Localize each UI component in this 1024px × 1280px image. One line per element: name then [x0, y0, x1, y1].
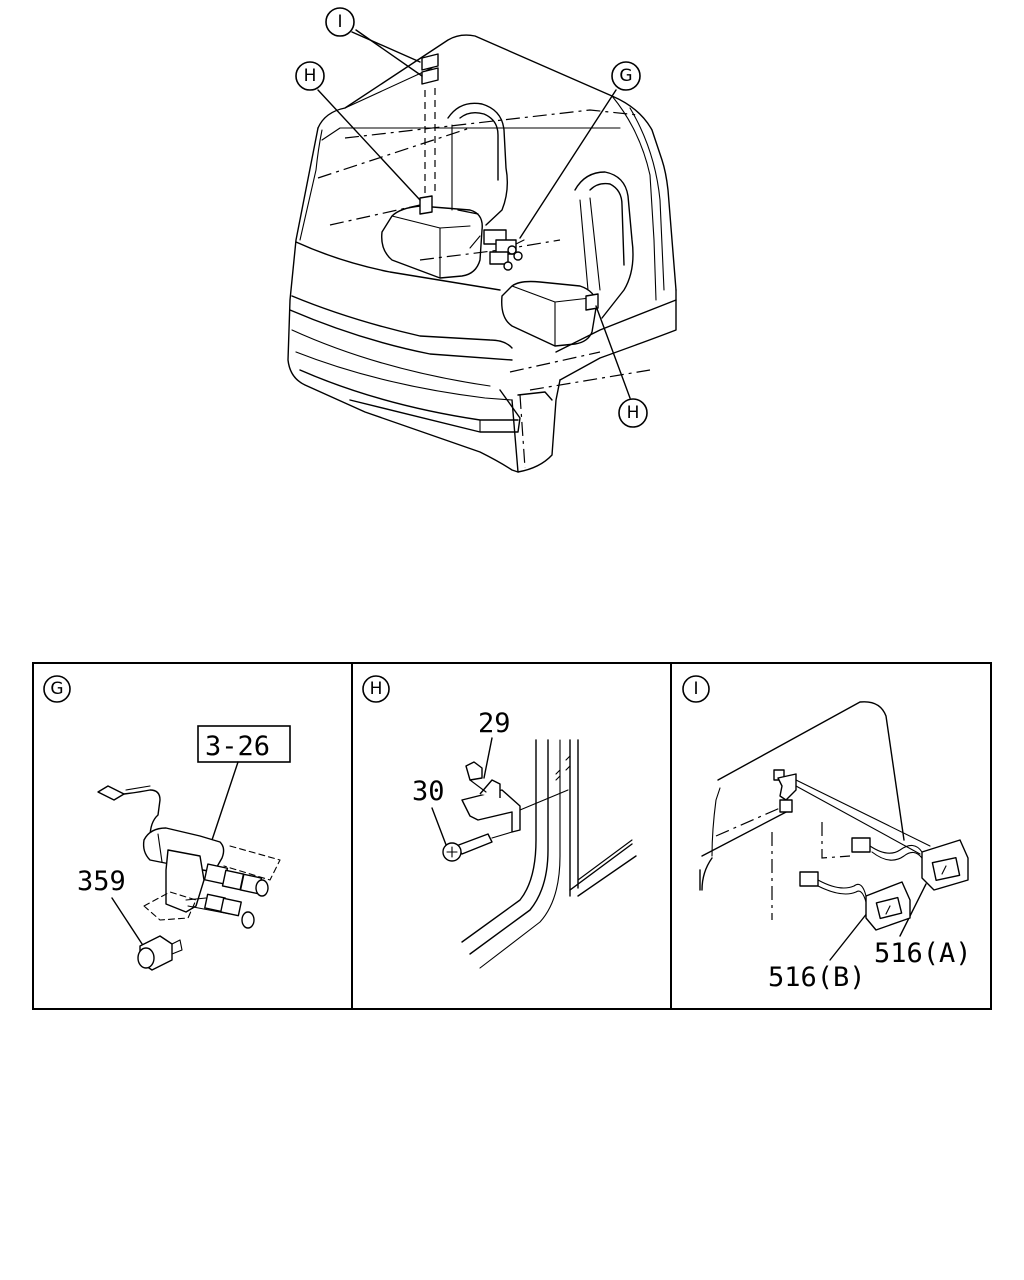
- overview-callout-i: I: [325, 7, 355, 37]
- part-number-516-b: 516(B): [768, 962, 866, 993]
- part-number-29: 29: [478, 708, 511, 739]
- svg-text:H: H: [370, 679, 383, 699]
- detail-panel-g: G 3-26 359: [43, 675, 291, 971]
- part-number-516-a: 516(A): [874, 938, 972, 969]
- part-number-359: 359: [77, 866, 126, 897]
- overview-callout-h-right: H: [618, 398, 648, 428]
- overview-callout-h-left: H: [295, 61, 325, 91]
- svg-text:G: G: [619, 66, 632, 86]
- valve-assembly-illustration: [97, 785, 281, 971]
- part-number-30: 30: [412, 776, 445, 807]
- dashboard-switch-illustration: [699, 701, 969, 931]
- overview-callout-g: G: [611, 61, 641, 91]
- part-ref-box-3-26: [197, 725, 291, 763]
- svg-text:H: H: [627, 403, 640, 423]
- detail-panels-frame: [32, 662, 992, 1010]
- cab-overview-illustration: [287, 34, 677, 473]
- panel-h-callout: H: [362, 675, 390, 703]
- door-frame-illustration: [442, 739, 637, 969]
- part-number-3-26: 3-26: [205, 731, 270, 762]
- panel-g-callout: G: [43, 675, 71, 703]
- svg-text:I: I: [693, 679, 698, 699]
- overview-leader-lines: [317, 29, 631, 399]
- svg-text:G: G: [50, 679, 63, 699]
- panel-i-callout: I: [682, 675, 710, 703]
- detail-panel-i: I 516(A) 516(B): [682, 675, 972, 993]
- svg-text:H: H: [304, 66, 317, 86]
- svg-text:I: I: [337, 12, 342, 32]
- detail-panel-h: H 29 30: [362, 675, 637, 969]
